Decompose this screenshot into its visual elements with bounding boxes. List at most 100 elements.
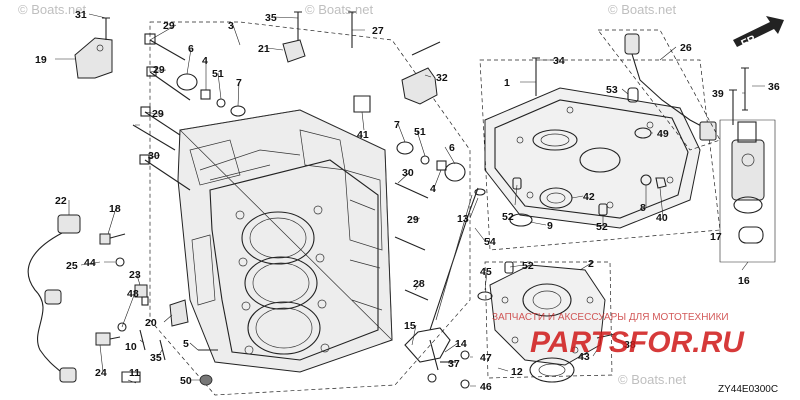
bolt-35-top [294, 11, 302, 40]
washer-46 [460, 379, 470, 389]
dipstick-guide [429, 187, 479, 331]
callout-16: 16 [738, 275, 750, 287]
o-ring-17 [738, 226, 764, 244]
watermark-bottom-right: © Boats.net [618, 372, 687, 387]
callout-48: 48 [127, 288, 139, 300]
callout-47: 47 [480, 352, 492, 364]
callout-40: 40 [656, 212, 668, 224]
callout-3: 3 [228, 20, 234, 32]
callout-49: 49 [657, 128, 669, 140]
knock-sensor-harness-22 [27, 214, 81, 383]
lower-cover-group-outline [484, 261, 613, 379]
callout-29-a: 29 [163, 20, 175, 32]
bolt-30-a [144, 159, 191, 191]
callout-29-b: 29 [153, 64, 165, 76]
dowel-52-left [512, 177, 522, 190]
cap-50 [199, 374, 213, 386]
stud-29-d [132, 124, 176, 151]
o-ring-45 [477, 291, 493, 301]
cylinder-head-cover [484, 87, 701, 229]
watermark-top-right: © Boats.net [608, 2, 677, 17]
washer-44 [115, 257, 125, 267]
callout-23: 23 [129, 269, 141, 281]
stud-29-b [149, 71, 191, 101]
lower-cover-plate [489, 264, 606, 366]
callout-29-right: 29 [407, 214, 419, 226]
plug-6-right [444, 162, 466, 182]
bolt-34 [532, 57, 540, 96]
callout-15: 15 [404, 320, 416, 332]
callout-30-left: 30 [148, 150, 160, 162]
plug-6-left [176, 73, 198, 91]
callout-26: 26 [680, 42, 692, 54]
callout-44: 44 [84, 257, 96, 269]
callout-53: 53 [606, 84, 618, 96]
callout-25: 25 [66, 260, 78, 272]
callout-43: 43 [578, 351, 590, 363]
callout-1: 1 [504, 77, 510, 89]
oil-seal-12 [529, 357, 575, 383]
callout-39: 39 [712, 88, 724, 100]
watermark-top-center: © Boats.net [305, 2, 374, 17]
bracket-20 [169, 299, 189, 327]
callout-12: 12 [511, 366, 523, 378]
bracket-19 [74, 37, 113, 79]
callout-30-right: 30 [402, 167, 414, 179]
callout-11: 11 [129, 367, 140, 379]
callout-27: 27 [372, 25, 384, 37]
bolt-10 [139, 329, 146, 351]
callout-54: 54 [484, 236, 496, 248]
callout-52-lower: 52 [522, 260, 534, 272]
o-ring-9 [509, 213, 533, 227]
front-direction-arrow: FR. [733, 16, 784, 50]
callout-8: 8 [640, 202, 646, 214]
callout-41: 41 [357, 129, 369, 141]
washer-51-left [216, 98, 226, 108]
o-ring-7-right [396, 141, 414, 155]
bolt-29-right [394, 236, 426, 251]
callout-19: 19 [35, 54, 47, 66]
bolt-35-lower [159, 339, 166, 361]
bolt-31 [102, 17, 110, 40]
watermark-top-left: © Boats.net [18, 2, 87, 17]
stud-29-c [144, 111, 181, 136]
callout-9: 9 [547, 220, 553, 232]
sensor-23 [134, 284, 148, 298]
bracket-21 [282, 39, 306, 63]
callout-4-left: 4 [202, 55, 208, 67]
stud-29-a [149, 39, 186, 61]
plug-4-left [200, 89, 211, 100]
callout-32: 32 [436, 72, 448, 84]
callout-6-left: 6 [188, 43, 194, 55]
bolt-11 [121, 371, 141, 383]
bolt-39 [729, 89, 737, 125]
callout-51-right: 51 [414, 126, 426, 138]
bolt-30-b [394, 182, 429, 199]
washer-51-right [420, 155, 430, 165]
callout-20: 20 [145, 317, 157, 329]
callout-42: 42 [583, 191, 595, 203]
cylinder-block [177, 109, 393, 373]
partsfor-logo: ЗАПЧАСТИ И АКСЕССУАРЫ ДЛЯ МОТОТЕХНИКИ PA… [492, 312, 745, 359]
bolt-14 [429, 339, 439, 371]
callout-35-lower: 35 [150, 352, 162, 364]
diagram-code: ZY44E0300C [718, 384, 778, 395]
bolt-28 [404, 289, 429, 301]
camshaft-sensor-harness [624, 33, 717, 141]
callout-4-right: 4 [430, 183, 436, 195]
callout-37: 37 [448, 358, 460, 370]
callout-6-right: 6 [449, 142, 455, 154]
o-ring-7-left [230, 105, 246, 117]
sensor-24 [95, 332, 111, 346]
callout-22: 22 [55, 195, 67, 207]
nut-40 [655, 177, 667, 189]
callout-52-right: 52 [596, 221, 608, 233]
callout-34: 34 [553, 55, 565, 67]
callout-52-left: 52 [502, 211, 514, 223]
block-assembly-outline [149, 21, 471, 396]
callout-2: 2 [588, 258, 594, 270]
dowel-41 [353, 95, 371, 113]
callout-7-left: 7 [236, 77, 242, 89]
